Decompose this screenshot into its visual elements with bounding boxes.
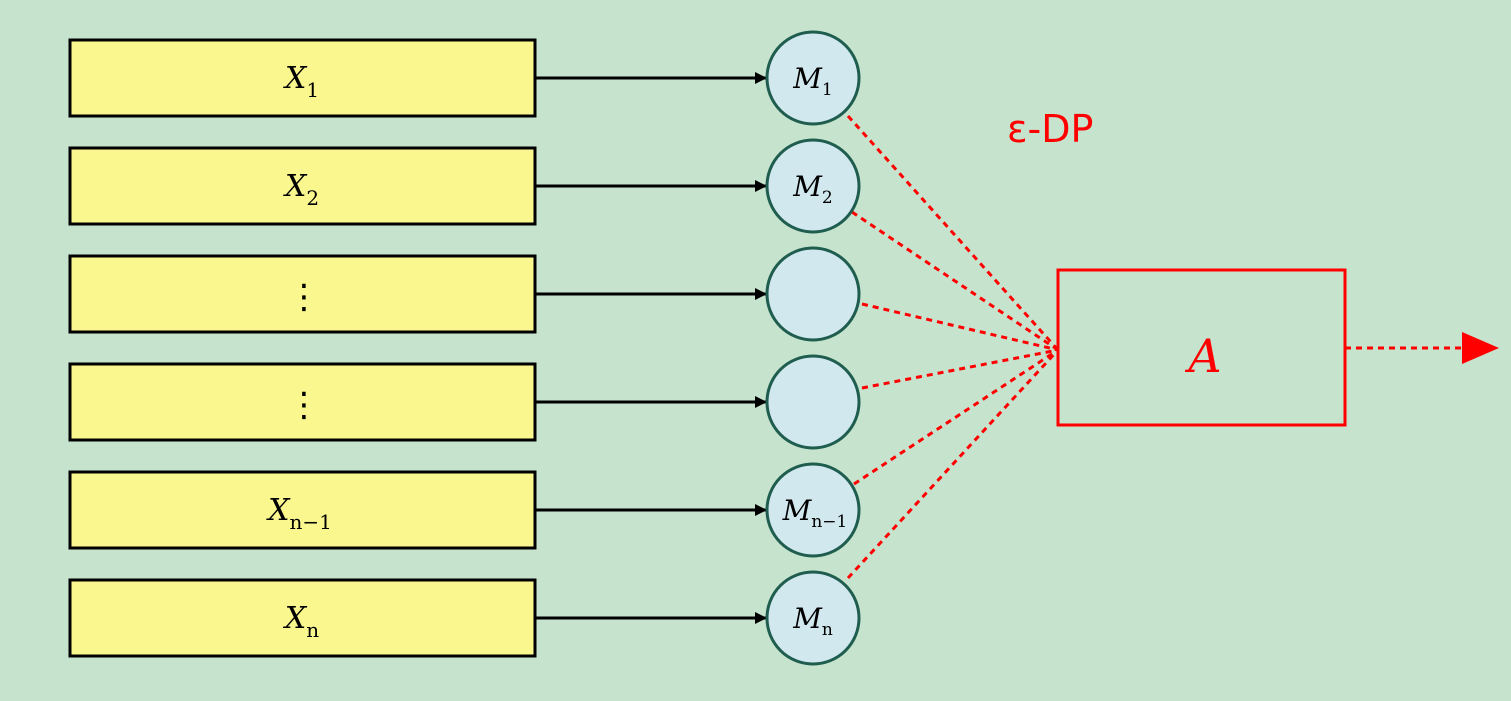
mechanism-node [765, 354, 861, 450]
mechanism-node: Mn [765, 570, 861, 666]
input-label: Xn−1 [266, 493, 332, 534]
input-box: X2 [68, 146, 537, 226]
input-label: Xn [283, 601, 319, 642]
mechanism-nodes: M1 M2 Mn−1 Mn [765, 30, 861, 666]
aggregator-label: A [1184, 329, 1221, 383]
input-box: ⋮ [68, 362, 537, 442]
privacy-link [861, 302, 1059, 352]
input-arrows [535, 72, 767, 624]
input-box: X1 [68, 38, 537, 118]
input-boxes: X1 X2 ⋮ ⋮ Xn−1 Xn [68, 38, 537, 658]
privacy-link [846, 114, 1060, 352]
mechanism-label: M2 [792, 170, 833, 208]
mechanism-label: M1 [792, 62, 833, 100]
input-box: ⋮ [68, 254, 537, 334]
aggregator: A [1056, 268, 1347, 427]
mechanism-label: Mn [792, 602, 833, 640]
input-label: ⋮ [287, 385, 321, 425]
mechanism-node: M2 [765, 138, 861, 234]
output-arrow [1345, 332, 1499, 364]
input-label: X2 [283, 169, 319, 210]
mechanism-node: Mn−1 [765, 462, 861, 558]
input-box: Xn [68, 578, 537, 658]
mechanism-node [765, 246, 861, 342]
input-label: ⋮ [287, 277, 321, 317]
privacy-link [846, 348, 1060, 580]
input-label: X1 [283, 61, 319, 102]
privacy-link [851, 210, 1059, 352]
privacy-links [846, 114, 1060, 580]
privacy-link [861, 348, 1059, 390]
privacy-link [853, 348, 1059, 486]
input-box: Xn−1 [68, 470, 537, 550]
mechanism-label: Mn−1 [782, 494, 848, 532]
privacy-label: ε-DP [1007, 107, 1093, 151]
mechanism-node: M1 [765, 30, 861, 126]
